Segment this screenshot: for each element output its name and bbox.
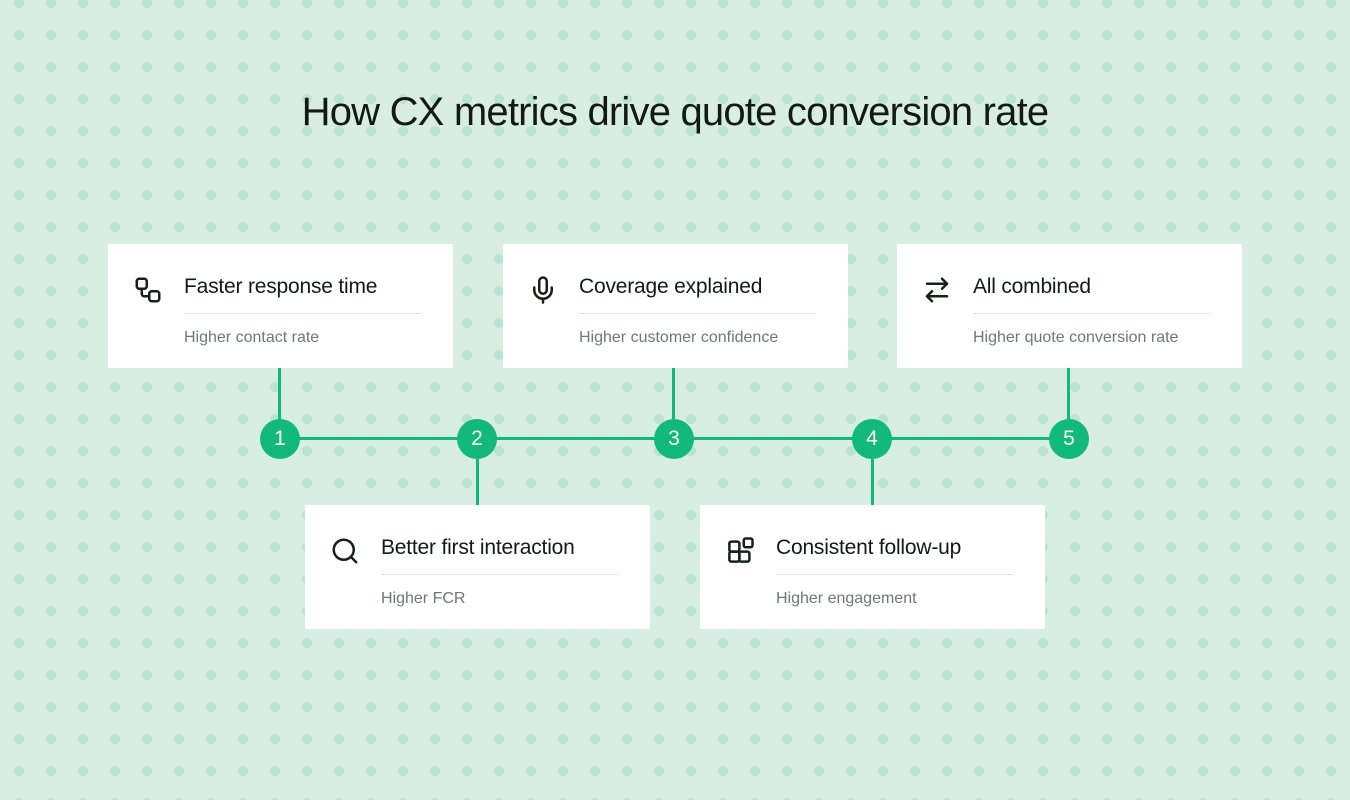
timeline-connector-4 — [871, 459, 874, 505]
timeline-node-4: 4 — [852, 419, 892, 459]
timeline-connector-2 — [476, 459, 479, 505]
card-subtitle: Higher quote conversion rate — [973, 329, 1179, 346]
timeline-node-3: 3 — [654, 419, 694, 459]
card-title: All combined — [973, 275, 1091, 298]
metric-card-faster-response-time: Faster response time Higher contact rate — [108, 244, 453, 368]
timeline-connector-3 — [672, 368, 675, 419]
card-title: Faster response time — [184, 275, 378, 298]
card-subtitle: Higher customer confidence — [579, 329, 779, 346]
swap-arrows-icon — [922, 275, 952, 305]
timeline-connector-5 — [1067, 368, 1070, 419]
card-body: Coverage explained Higher customer confi… — [579, 274, 816, 347]
card-title: Better first interaction — [381, 536, 575, 559]
metric-card-coverage-explained: Coverage explained Higher customer confi… — [503, 244, 848, 368]
card-title: Consistent follow-up — [776, 536, 962, 559]
timeline-node-2: 2 — [457, 419, 497, 459]
page-title: How CX metrics drive quote conversion ra… — [301, 90, 1050, 134]
card-subtitle: Higher contact rate — [184, 329, 320, 346]
search-icon — [330, 536, 360, 566]
card-body: Better first interaction Higher FCR — [381, 535, 618, 608]
card-subtitle: Higher FCR — [381, 590, 466, 607]
metric-card-consistent-follow-up: Consistent follow-up Higher engagement — [700, 505, 1045, 629]
timeline-connector-1 — [278, 368, 281, 419]
metric-card-better-first-interaction: Better first interaction Higher FCR — [305, 505, 650, 629]
card-divider — [381, 574, 618, 575]
card-divider — [776, 574, 1013, 575]
metric-card-all-combined: All combined Higher quote conversion rat… — [897, 244, 1242, 368]
card-title: Coverage explained — [579, 275, 763, 298]
card-divider — [184, 313, 421, 314]
blocks-icon — [725, 536, 755, 566]
card-divider — [579, 313, 816, 314]
microphone-icon — [528, 275, 558, 305]
card-body: Faster response time Higher contact rate — [184, 274, 421, 347]
timeline-node-1: 1 — [260, 419, 300, 459]
card-body: Consistent follow-up Higher engagement — [776, 535, 1013, 608]
card-body: All combined Higher quote conversion rat… — [973, 274, 1210, 347]
workflow-icon — [133, 275, 163, 305]
card-subtitle: Higher engagement — [776, 590, 917, 607]
timeline-node-5: 5 — [1049, 419, 1089, 459]
card-divider — [973, 313, 1210, 314]
